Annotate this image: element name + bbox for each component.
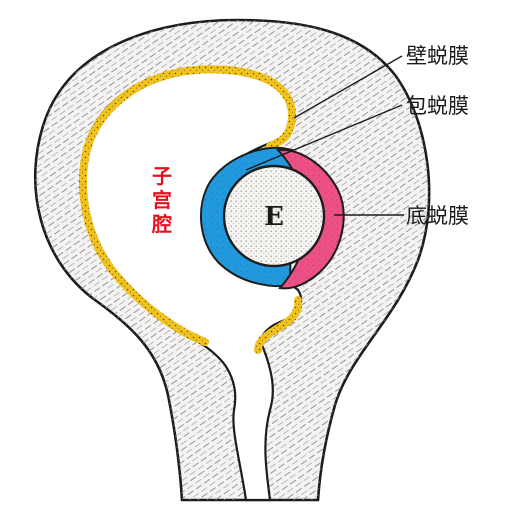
- label-uterine-cavity: 子 宫 腔: [151, 164, 172, 236]
- decidua-parietalis-lower-dots: [254, 296, 303, 354]
- label-decidua-parietalis: 壁蜕膜: [406, 44, 469, 68]
- cavity-char-2: 宫: [152, 188, 172, 212]
- implantation-site: E: [200, 146, 345, 290]
- leader-decidua-parietalis: [293, 55, 403, 119]
- embryo-texture: [226, 168, 322, 264]
- decidua-parietalis-dots: [79, 65, 296, 346]
- label-decidua-basalis: 底蜕膜: [406, 204, 469, 228]
- leader-lines: [245, 55, 404, 216]
- embryo-label: E: [264, 202, 284, 232]
- cavity-char-1: 子: [152, 164, 172, 188]
- cavity-char-3: 腔: [151, 212, 172, 236]
- decidua-parietalis: [79, 65, 303, 354]
- leader-decidua-capsularis: [245, 104, 403, 171]
- label-decidua-capsularis: 包蜕膜: [406, 94, 469, 118]
